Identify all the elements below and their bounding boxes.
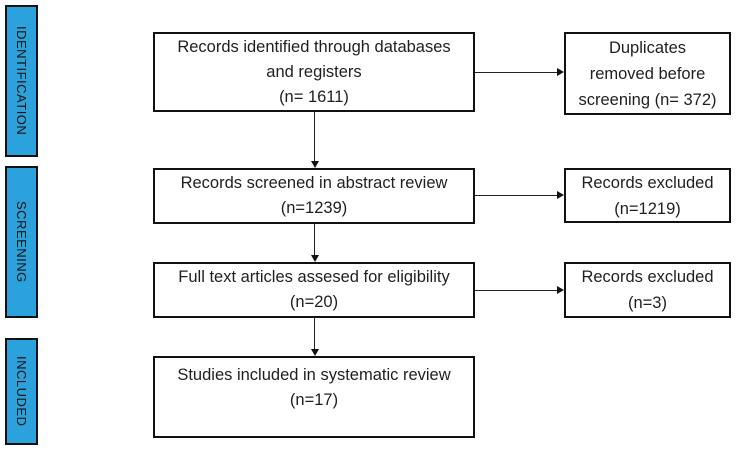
box-line: Full text articles assesed for eligibili… <box>178 268 450 286</box>
box-count: (n=20) <box>289 293 339 311</box>
arrow-line <box>314 112 315 162</box>
arrow-head-right-icon <box>557 68 564 76</box>
box-line: Records identified through databases <box>177 37 451 56</box>
box-count: (n= 1611) <box>279 87 349 106</box>
box-duplicates-removed: Duplicates removed before screening (n= … <box>564 32 731 115</box>
arrow-line <box>475 72 557 73</box>
box-records-identified: Records identified through databases and… <box>153 32 475 112</box>
box-line: Duplicates <box>608 38 687 57</box>
arrow-head-down-icon <box>311 161 319 168</box>
box-count: (n=17) <box>289 391 339 409</box>
arrow-line <box>475 195 557 196</box>
box-line: removed before <box>589 64 706 83</box>
box-line: Studies included in systematic review <box>177 366 451 384</box>
box-count: (n=1219) <box>614 199 681 218</box>
box-line: and registers <box>266 62 362 81</box>
arrow-head-right-icon <box>557 286 564 294</box>
box-records-excluded-abstract: Records excluded (n=1219) <box>564 168 731 223</box>
arrow-line <box>314 224 315 256</box>
stage-identification: IDENTIFICATION <box>5 5 38 157</box>
box-count: screening (n= 372) <box>578 90 717 109</box>
arrow-head-down-icon <box>311 255 319 262</box>
arrow-line <box>475 290 557 291</box>
arrow-line <box>314 318 315 350</box>
stage-screening-label: SCREENING <box>14 201 29 283</box>
stage-included: INCLUDED <box>5 338 38 445</box>
box-line: Records screened in abstract review <box>180 174 448 192</box>
stage-screening: SCREENING <box>5 166 38 318</box>
box-studies-included: Studies included in systematic review (n… <box>153 356 475 438</box>
box-line: Records excluded <box>581 173 714 192</box>
stage-identification-label: IDENTIFICATION <box>14 26 29 136</box>
box-fulltext-assessed: Full text articles assesed for eligibili… <box>153 262 475 318</box>
box-records-excluded-fulltext: Records excluded (n=3) <box>564 262 731 318</box>
arrow-head-down-icon <box>311 349 319 356</box>
box-records-screened: Records screened in abstract review (n=1… <box>153 168 475 224</box>
stage-included-label: INCLUDED <box>14 356 29 427</box>
arrow-head-right-icon <box>557 191 564 199</box>
box-count: (n=1239) <box>280 199 348 217</box>
box-line: Records excluded <box>581 268 714 286</box>
box-count: (n=3) <box>628 294 667 312</box>
